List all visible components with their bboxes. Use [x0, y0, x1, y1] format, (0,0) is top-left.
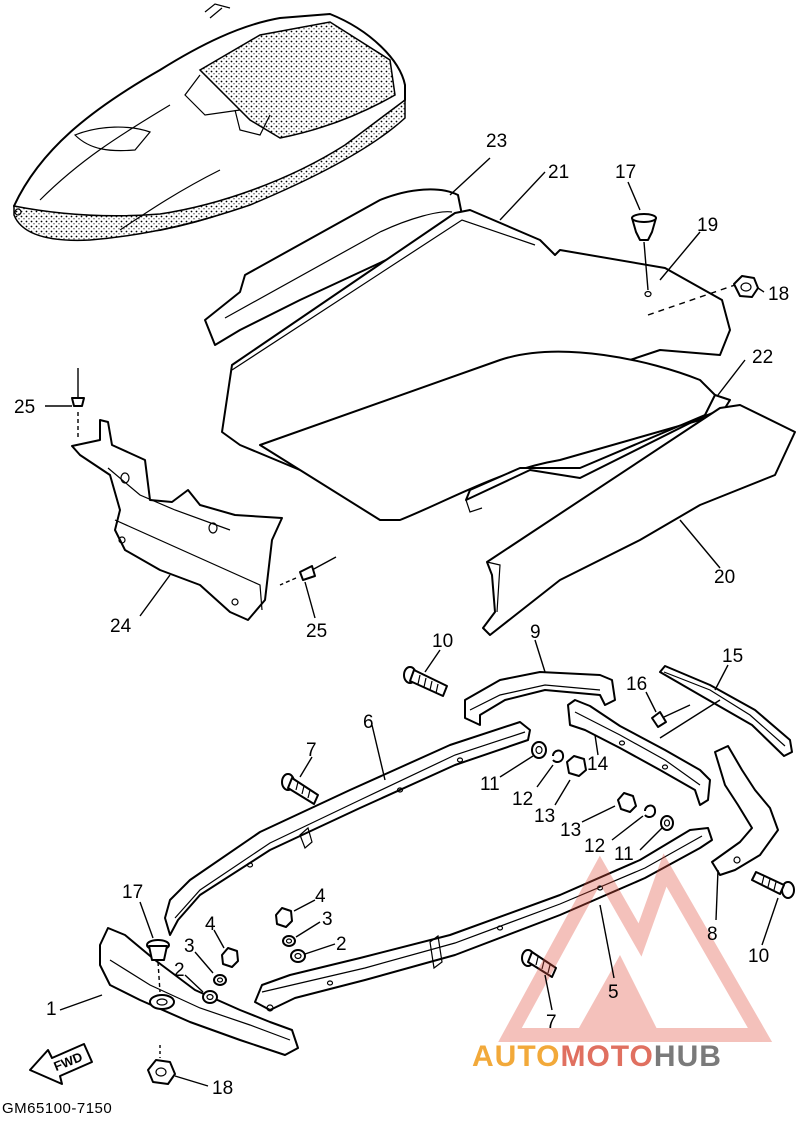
label-1: 1	[46, 999, 57, 1020]
fwd-arrow: FWD	[29, 1043, 93, 1085]
watermark-part1: AUTO	[472, 1040, 561, 1073]
label-20: 20	[714, 567, 735, 588]
leader-lines	[45, 157, 779, 1087]
washer-11-lower	[660, 815, 674, 831]
washer-11-upper	[531, 741, 547, 759]
watercraft-hull-illustration	[13, 3, 406, 242]
label-12-upper: 12	[512, 789, 533, 810]
bolt-7-bottom	[521, 949, 557, 978]
label-14: 14	[587, 754, 609, 775]
washer-2-right	[290, 949, 306, 963]
watermark-part3: HUB	[653, 1040, 722, 1073]
rivet-16	[651, 704, 691, 728]
label-4-right: 4	[315, 886, 326, 907]
nut-13-lower	[617, 792, 637, 813]
grommet-17-top	[631, 213, 657, 298]
label-7-bottom: 7	[546, 1012, 557, 1033]
rail-5	[254, 827, 713, 1011]
label-2-left: 2	[174, 960, 185, 981]
watermark-part2: MOTO	[560, 1040, 654, 1073]
label-13-lower: 13	[560, 820, 581, 841]
bracket-24	[71, 419, 283, 621]
label-3-right: 3	[322, 909, 333, 930]
label-17-top: 17	[615, 162, 636, 183]
label-25-upper: 25	[14, 397, 35, 418]
watermark-logo	[498, 853, 773, 1042]
label-21: 21	[548, 162, 569, 183]
bracket-8	[711, 745, 779, 876]
bolt-10-right	[751, 871, 795, 899]
label-22: 22	[752, 347, 773, 368]
rail-14	[567, 699, 711, 806]
washer-12-upper	[552, 749, 565, 764]
diagram-code: GM65100-7150	[2, 1100, 113, 1117]
label-16: 16	[626, 674, 647, 695]
label-13-upper: 13	[534, 806, 555, 827]
washer-2-left	[202, 990, 218, 1004]
label-5: 5	[608, 982, 619, 1003]
label-15: 15	[722, 646, 743, 667]
label-10-right: 10	[748, 946, 769, 967]
label-23: 23	[486, 131, 507, 152]
label-10-top: 10	[432, 631, 453, 652]
label-19: 19	[697, 215, 718, 236]
nut-4-right	[275, 907, 293, 928]
watermark-text: AUTOMOTOHUB	[472, 1040, 722, 1074]
label-9: 9	[530, 622, 541, 643]
label-25-lower: 25	[306, 621, 327, 642]
label-24: 24	[110, 616, 132, 637]
rivet-25-upper	[71, 368, 85, 440]
rail-end-1	[99, 927, 299, 1056]
nut-4-left	[221, 947, 239, 968]
label-2-right: 2	[336, 934, 347, 955]
washer-3-left	[213, 974, 227, 986]
mat-23	[204, 188, 463, 346]
label-4-left: 4	[205, 914, 216, 935]
label-11-upper: 11	[480, 774, 500, 795]
label-18-top: 18	[768, 284, 789, 305]
washer-12-lower	[644, 804, 657, 819]
bolt-10-top	[403, 666, 448, 697]
rivet-25-lower	[279, 556, 337, 586]
label-8: 8	[707, 924, 718, 945]
label-7-top: 7	[306, 740, 317, 761]
bolt-7-top	[281, 773, 319, 805]
label-6: 6	[363, 712, 374, 733]
bracket-9	[464, 671, 616, 726]
mat-strip-22	[465, 394, 731, 513]
grommet-17-bottom	[146, 939, 170, 993]
rail-6	[164, 721, 531, 936]
part-labels: 23 21 17 19 18 22 25 24 25 20 10 9 15 16…	[14, 131, 789, 1099]
washer-3-right	[282, 935, 296, 947]
nut-13-upper	[566, 755, 587, 777]
strip-15	[659, 665, 793, 757]
panel-20	[482, 404, 796, 636]
label-3-left: 3	[184, 936, 195, 957]
label-11-lower: 11	[614, 844, 634, 865]
label-17-bottom: 17	[122, 882, 143, 903]
label-18-bottom: 18	[212, 1078, 233, 1099]
nut-18-bottom	[147, 1045, 176, 1085]
label-12-lower: 12	[584, 836, 605, 857]
